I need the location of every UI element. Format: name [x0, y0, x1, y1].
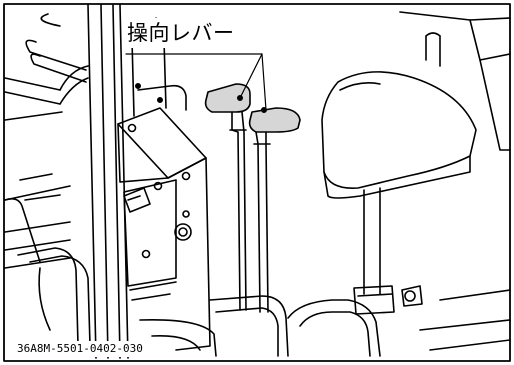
steering-levers [204, 83, 301, 313]
lower-assembly [139, 289, 511, 357]
steering-lever-label: 操向レバー [124, 18, 239, 48]
left-handrail [4, 13, 89, 105]
figure-id: 36A8M-5501-0402-030 [15, 341, 146, 357]
control-box [117, 17, 211, 351]
left-panel [4, 111, 91, 346]
figure-frame [3, 3, 511, 362]
seat [321, 11, 511, 315]
callout-leaders [125, 53, 267, 111]
